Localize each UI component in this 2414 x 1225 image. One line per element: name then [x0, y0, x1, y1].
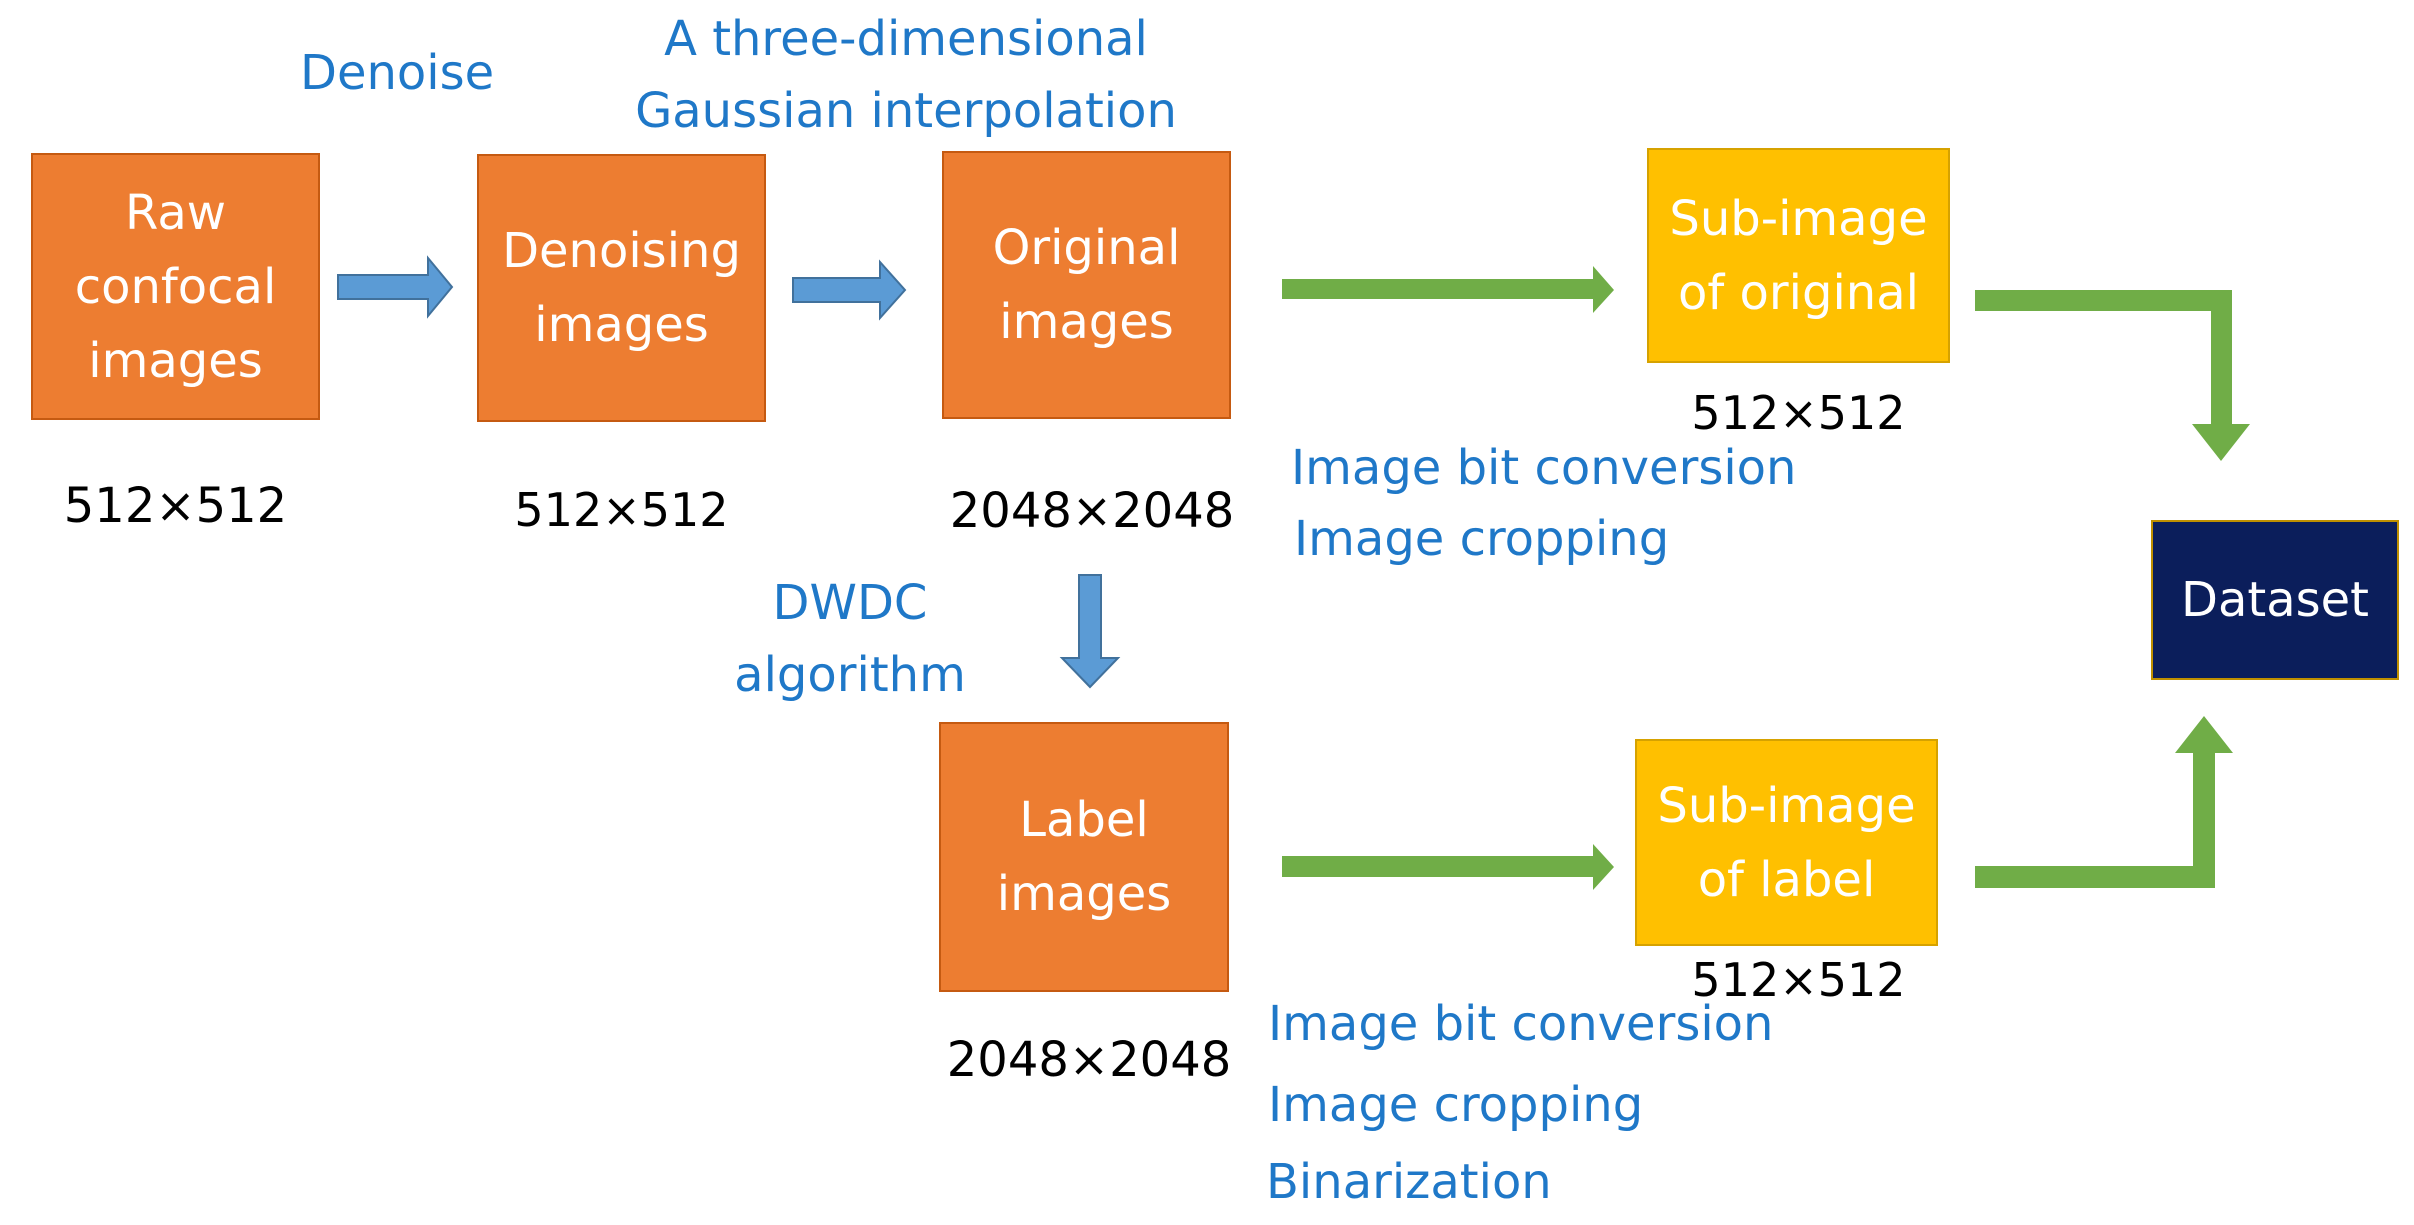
arrow-original-to-sub-original: [1282, 266, 1614, 313]
original-images-box: Original images: [942, 151, 1231, 419]
arrow-sub-original-down: [1975, 290, 2250, 461]
original-images-label: Original images: [992, 220, 1181, 350]
label-images-label: Label images: [996, 792, 1172, 922]
sub-image-label-label: Sub-image of label: [1657, 777, 1916, 908]
denoising-size-label: 512×512: [514, 483, 729, 537]
interpolation-step-label-line1: A three-dimensional: [664, 11, 1148, 67]
raw-confocal-images-box: Raw confocal images: [31, 153, 320, 420]
sub-image-original-box: Sub-image of original: [1647, 148, 1950, 363]
binarization-label: Binarization: [1266, 1154, 1552, 1210]
dwdc-step-label-line2: algorithm: [734, 647, 966, 703]
original-bit-conversion-label: Image bit conversion: [1291, 440, 1797, 496]
denoise-step-label: Denoise: [300, 45, 495, 101]
raw-confocal-images-label: Raw confocal images: [74, 184, 277, 389]
arrow-sub-label-up: [1975, 716, 2233, 888]
dataset-box: Dataset: [2151, 520, 2399, 680]
arrow-original-to-label: [1059, 574, 1121, 689]
denoising-images-box: Denoising images: [477, 154, 766, 422]
dwdc-step-label-line1: DWDC: [772, 575, 928, 631]
arrow-label-to-sub-label: [1282, 844, 1614, 890]
label-bit-conversion-label: Image bit conversion: [1268, 996, 1774, 1052]
sub-original-size-label: 512×512: [1691, 386, 1906, 440]
label-images-box: Label images: [939, 722, 1229, 992]
original-cropping-label: Image cropping: [1294, 511, 1670, 567]
raw-size-label: 512×512: [63, 478, 288, 534]
label-cropping-label: Image cropping: [1268, 1077, 1644, 1133]
arrow-denoising-to-original: [792, 259, 907, 321]
dataset-label: Dataset: [2181, 572, 2369, 628]
sub-label-size-label: 512×512: [1691, 953, 1906, 1007]
sub-image-label-box: Sub-image of label: [1635, 739, 1938, 946]
arrow-raw-to-denoising: [337, 255, 454, 319]
interpolation-step-label-line2: Gaussian interpolation: [635, 83, 1177, 139]
label-size-label: 2048×2048: [946, 1032, 1232, 1088]
denoising-images-label: Denoising images: [502, 223, 741, 353]
original-size-label: 2048×2048: [949, 483, 1235, 539]
sub-image-original-label: Sub-image of original: [1669, 190, 1928, 321]
